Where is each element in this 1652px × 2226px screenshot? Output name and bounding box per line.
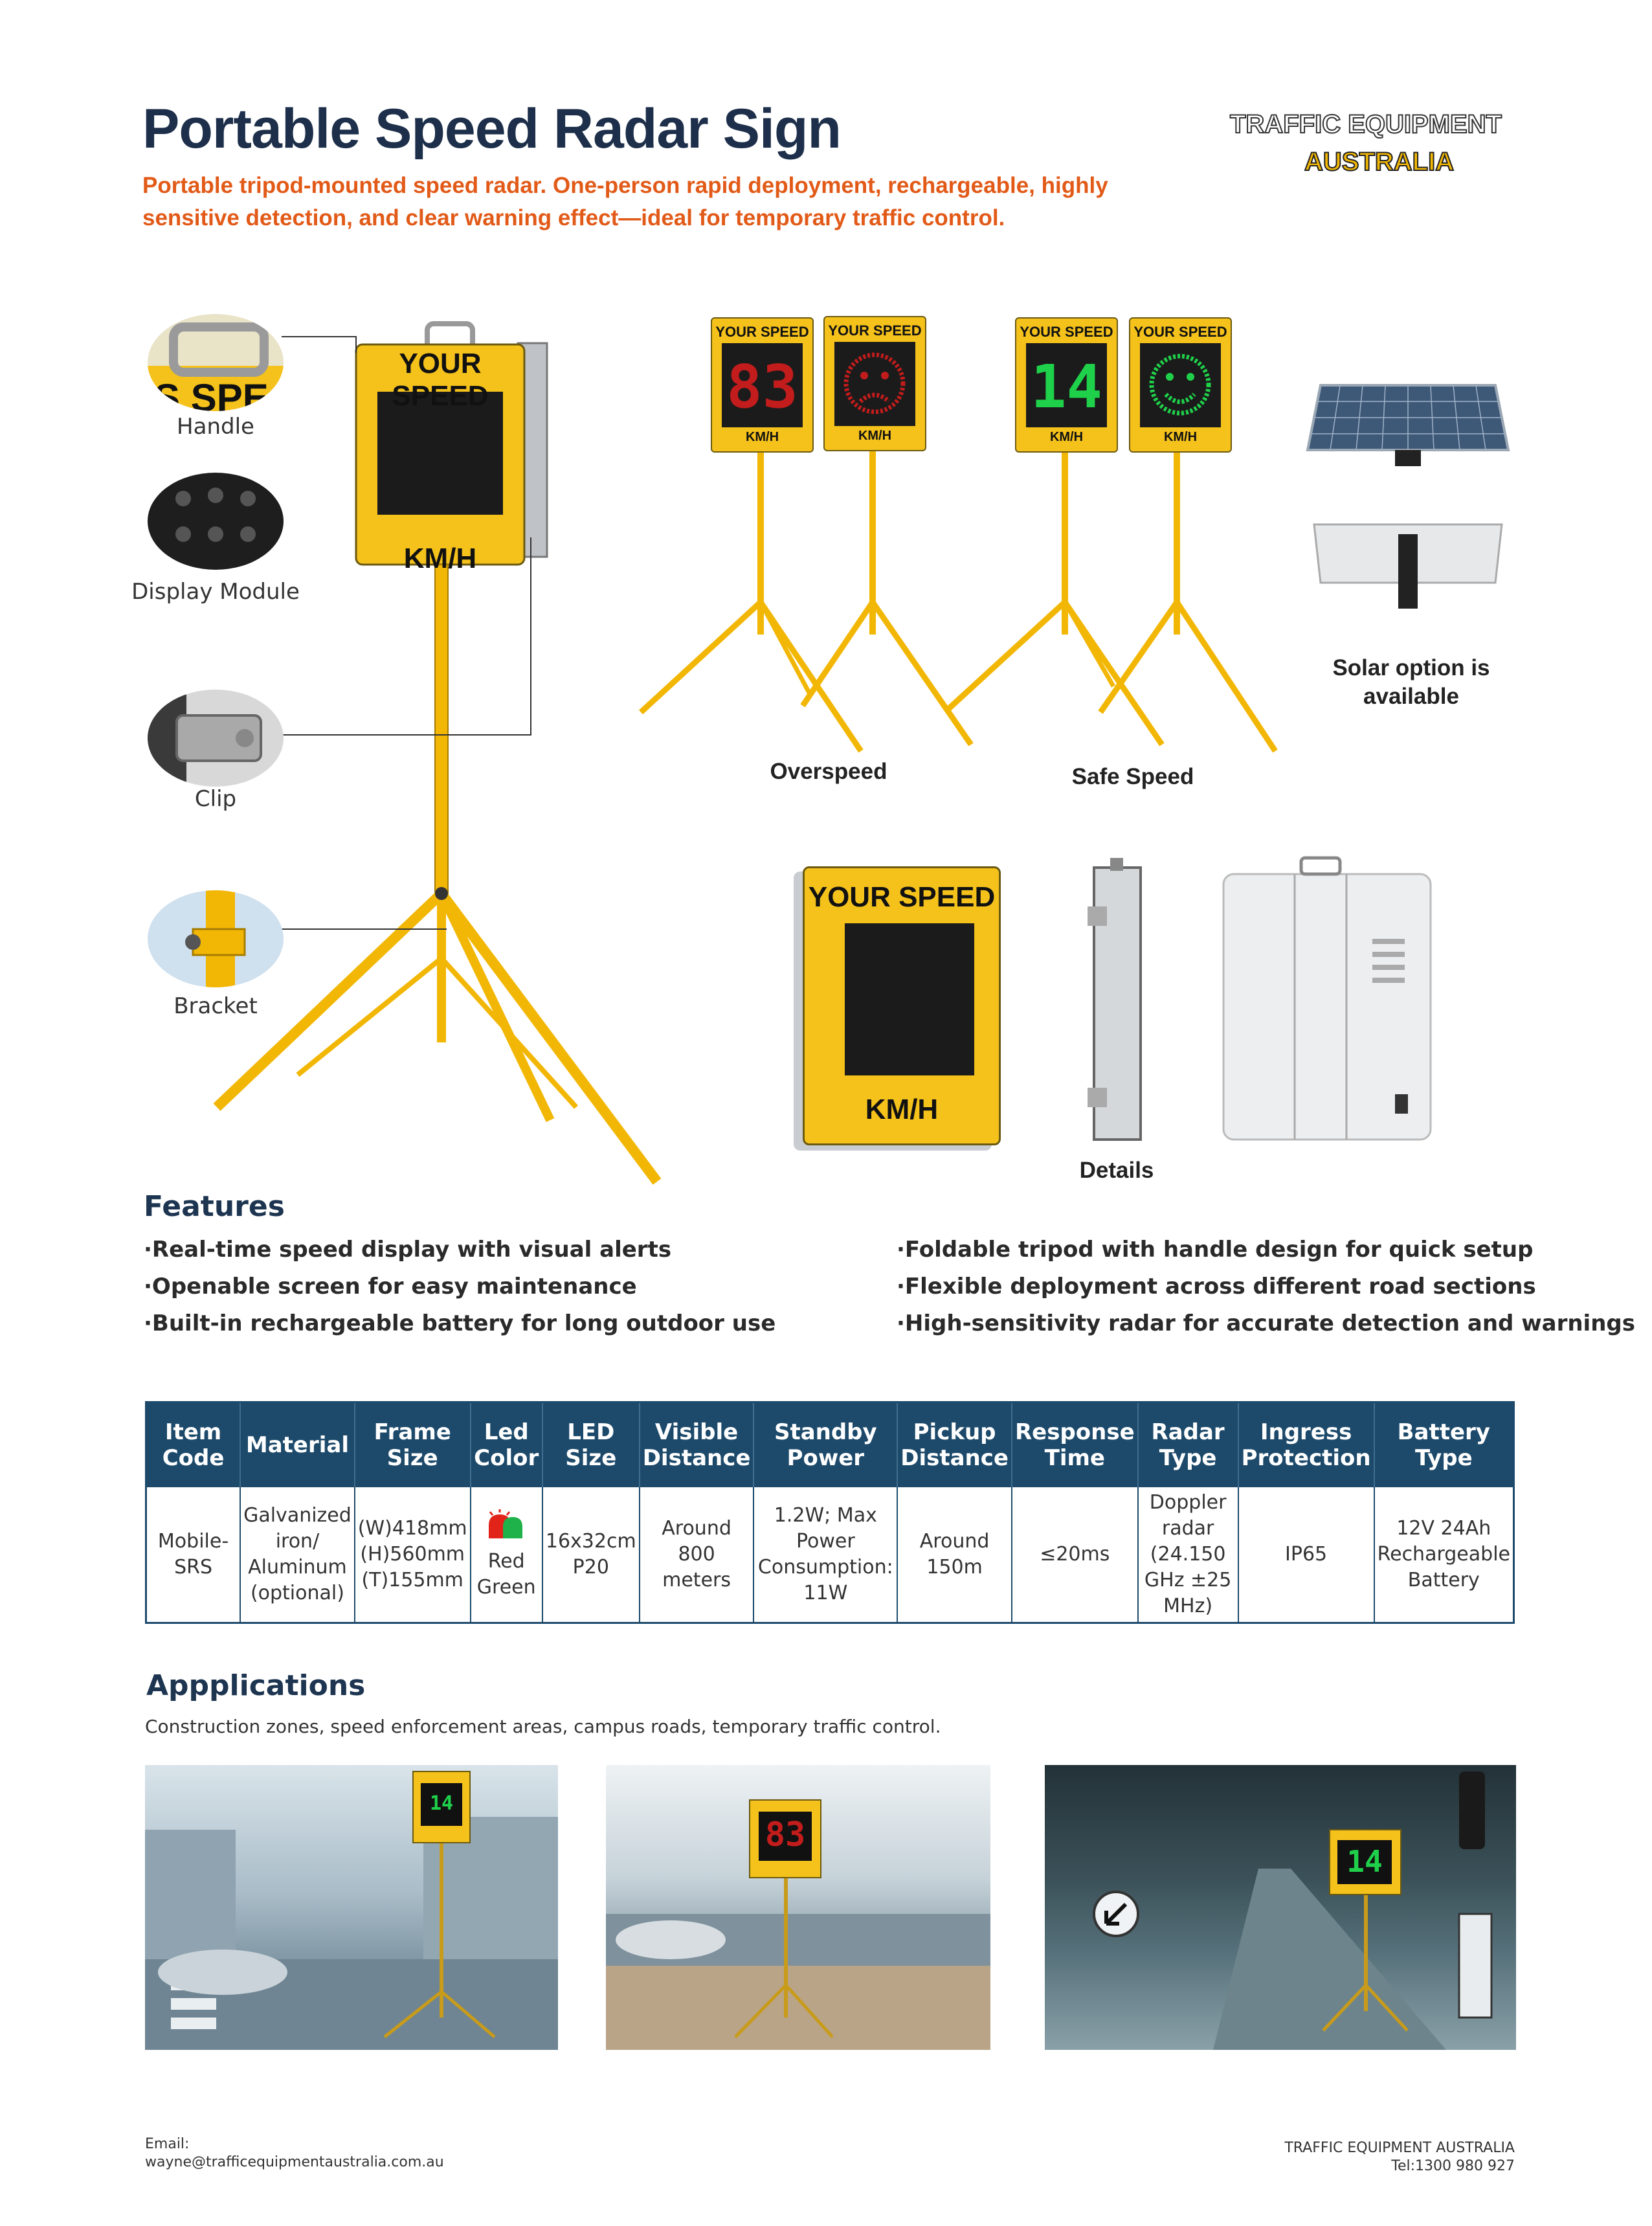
- feature-right-2: ·Flexible deployment across different ro…: [897, 1274, 1536, 1299]
- solar-panel-illustration: [1306, 384, 1510, 609]
- header-led-size: LED Size: [542, 1402, 640, 1487]
- main-sign-heading: YOUR SPEED: [392, 348, 489, 412]
- brand-logo-line2: AUSTRALIA: [1304, 147, 1455, 177]
- overspeed-caption: Overspeed: [770, 759, 887, 784]
- footer-email[interactable]: wayne@trafficequipmentaustralia.com.au: [145, 2154, 444, 2170]
- clip-label: Clip: [194, 786, 237, 812]
- page-title: Portable Speed Radar Sign: [142, 98, 842, 160]
- variant-signs-illustration: [638, 447, 1278, 753]
- overspeed-face-sign-unit: KM/H: [858, 429, 892, 443]
- cell-visible-distance: Around 800 meters: [639, 1487, 755, 1623]
- footer-email-label: Email:: [145, 2136, 190, 2152]
- details-front-view: YOUR SPEED KM/H: [803, 866, 1001, 1145]
- feature-right-3: ·High-sensitivity radar for accurate det…: [897, 1310, 1635, 1336]
- header-pickup-distance: Pickup Distance: [897, 1402, 1012, 1487]
- safe-face-sign-heading: YOUR SPEED: [1133, 324, 1227, 340]
- details-front-heading: YOUR SPEED: [808, 881, 996, 913]
- photo2-sign-value: 83: [765, 1816, 806, 1854]
- feature-left-1: ·Real-time speed display with visual ale…: [144, 1237, 672, 1263]
- cell-led-color: Red Green: [470, 1487, 543, 1623]
- header-material: Material: [240, 1402, 355, 1487]
- header-standby-power: Standby Power: [753, 1402, 899, 1487]
- photo3-sign-value: 14: [1346, 1844, 1383, 1879]
- callout-connectors: [282, 336, 531, 930]
- display-module-label: Display Module: [131, 579, 300, 605]
- safe-face-sign: YOUR SPEED KM/H: [1129, 317, 1232, 453]
- overspeed-face-sign-heading: YOUR SPEED: [828, 322, 922, 339]
- display-module-closeup: [148, 473, 284, 570]
- safe-speed-caption: Safe Speed: [1071, 764, 1194, 789]
- cell-ingress-protection: IP65: [1238, 1487, 1375, 1623]
- application-photo-roadworks: 83: [606, 1765, 990, 2050]
- spec-header-row: Item Code Material Frame Size Led Color …: [146, 1402, 1515, 1487]
- overspeed-number-sign: YOUR SPEED 83 KM/H: [711, 317, 814, 453]
- main-sign-unit: KM/H: [403, 543, 477, 574]
- header-ingress-protection: Ingress Protection: [1238, 1402, 1375, 1487]
- handle-label: Handle: [177, 414, 254, 440]
- overspeed-face-sign: YOUR SPEED KM/H: [823, 316, 926, 451]
- details-front-unit: KM/H: [865, 1094, 939, 1125]
- page-subtitle: Portable tripod-mounted speed radar. One…: [142, 173, 1108, 230]
- cell-standby-power: 1.2W; Max Power Consumption: 11W: [753, 1487, 899, 1623]
- footer-tel: Tel:1300 980 927: [1391, 2158, 1515, 2174]
- feature-left-3: ·Built-in rechargeable battery for long …: [144, 1310, 776, 1336]
- header-visible-distance: Visible Distance: [639, 1402, 755, 1487]
- cell-response-time: ≤20ms: [1011, 1487, 1139, 1623]
- photo1-sign-value: 14: [429, 1792, 454, 1815]
- cell-item-code: Mobile-SRS: [146, 1487, 241, 1623]
- safe-value: 14: [1031, 352, 1102, 422]
- application-photo-night-road: 14: [1045, 1765, 1516, 2050]
- header-item-code: Item Code: [146, 1402, 241, 1487]
- feature-right-1: ·Foldable tripod with handle design for …: [897, 1237, 1534, 1263]
- safe-face-sign-unit: KM/H: [1163, 430, 1198, 444]
- handle-closeup: S SPE: [148, 314, 284, 411]
- details-caption: Details: [1079, 1158, 1154, 1183]
- footer-company: TRAFFIC EQUIPMENT AUSTRALIA: [1284, 2140, 1515, 2156]
- solar-caption: Solar option is available: [1332, 655, 1490, 709]
- led-color-text: Red Green: [476, 1549, 536, 1599]
- details-side-view: [1088, 858, 1142, 1141]
- cell-led-size: 16x32cm P20: [542, 1487, 640, 1623]
- application-photo-crosswalk: 14: [145, 1765, 558, 2050]
- spec-table: Item Code Material Frame Size Led Color …: [145, 1401, 1515, 1624]
- safe-number-sign-heading: YOUR SPEED: [1020, 324, 1113, 340]
- overspeed-value: 83: [726, 352, 798, 422]
- cell-pickup-distance: Around 150m: [897, 1487, 1012, 1623]
- applications-text: Construction zones, speed enforcement ar…: [145, 1716, 941, 1737]
- cell-material: Galvanized iron/ Aluminum (optional): [240, 1487, 355, 1623]
- spec-data-row: Mobile-SRS Galvanized iron/ Aluminum (op…: [146, 1487, 1514, 1623]
- smiley-face-icon: [1149, 354, 1211, 416]
- main-sign-illustration: [213, 321, 662, 1185]
- cell-radar-type: Doppler radar (24.150 GHz ±25 MHz): [1137, 1487, 1239, 1623]
- brand-logo-line1: TRAFFIC EQUIPMENT: [1229, 109, 1502, 139]
- header-battery-type: Battery Type: [1374, 1402, 1515, 1487]
- bracket-label: Bracket: [173, 993, 258, 1019]
- safe-number-sign: YOUR SPEED 14 KM/H: [1015, 317, 1118, 453]
- bracket-closeup: [148, 890, 284, 987]
- cell-frame-size: (W)418mm (H)560mm (T)155mm: [354, 1487, 471, 1623]
- overspeed-number-sign-heading: YOUR SPEED: [715, 324, 809, 340]
- sad-face-icon: [843, 352, 906, 414]
- safe-number-sign-unit: KM/H: [1049, 430, 1084, 444]
- applications-heading: Appplications: [146, 1669, 366, 1702]
- red-green-light-icon: [489, 1509, 523, 1538]
- header-led-color: Led Color: [470, 1402, 543, 1487]
- details-back-view: [1222, 856, 1432, 1141]
- cell-battery-type: 12V 24Ah Rechargeable Battery: [1377, 1517, 1510, 1591]
- header-frame-size: Frame Size: [354, 1402, 471, 1487]
- clip-closeup: [148, 690, 284, 787]
- features-heading: Features: [144, 1190, 285, 1223]
- header-response-time: Response Time: [1011, 1402, 1139, 1487]
- overspeed-number-sign-unit: KM/H: [745, 430, 779, 444]
- feature-left-2: ·Openable screen for easy maintenance: [144, 1274, 637, 1299]
- header-radar-type: Radar Type: [1137, 1402, 1239, 1487]
